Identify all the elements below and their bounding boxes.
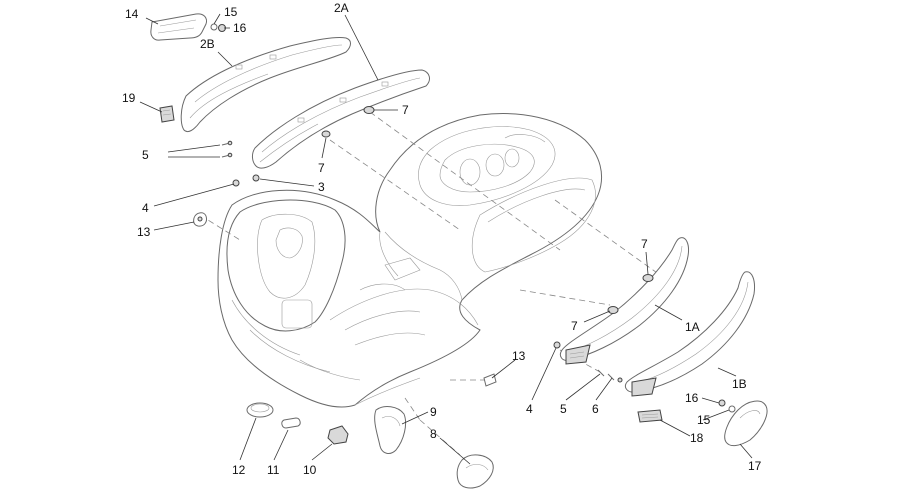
label-6: 6	[592, 402, 599, 416]
label-16-right: 16	[685, 391, 699, 405]
label-4-left: 4	[142, 201, 149, 215]
label-15-top: 15	[224, 5, 238, 19]
label-13-left: 13	[137, 225, 151, 239]
callout-labels: 14 15 16 2B 2A 19 7 5 7 3 4 13 7 7 1A 13…	[122, 1, 762, 477]
part-7-grommets-right	[607, 274, 654, 314]
part-1A-side-trim	[559, 237, 689, 365]
label-7-right-lower: 7	[571, 319, 578, 333]
label-10: 10	[303, 463, 317, 477]
part-12-plug	[246, 402, 274, 418]
label-7-right-upper: 7	[641, 237, 648, 251]
label-12: 12	[232, 463, 246, 477]
label-3: 3	[318, 180, 325, 194]
part-10-block	[327, 425, 349, 445]
part-8-lower-cover	[456, 454, 494, 489]
part-2B-trim-strip	[180, 37, 351, 133]
label-7-top-right: 7	[402, 103, 409, 117]
leader-lines	[139, 13, 753, 465]
label-11: 11	[267, 463, 280, 477]
label-1B: 1B	[732, 377, 747, 391]
part-17-end-cap	[724, 400, 768, 447]
part-3-4-clips-left	[232, 174, 260, 187]
part-2A-trim-strip	[252, 69, 430, 169]
part-13-cap-left	[193, 212, 207, 227]
part-5-screws-left	[221, 140, 233, 158]
part-9-inner-cover	[374, 406, 407, 454]
label-8: 8	[430, 427, 437, 441]
part-1B-side-trim	[624, 271, 755, 397]
label-5-right: 5	[560, 402, 567, 416]
part-7-grommets-top	[321, 106, 375, 138]
part-11-pad	[281, 417, 301, 429]
label-2B: 2B	[200, 37, 215, 51]
part-4-5-6-hardware-right	[553, 341, 623, 383]
scooter-body-shell	[217, 113, 602, 408]
label-1A: 1A	[685, 320, 700, 334]
part-19-bracket	[159, 105, 175, 123]
label-9: 9	[430, 405, 437, 419]
label-17: 17	[748, 459, 762, 473]
label-19: 19	[122, 91, 136, 105]
label-18: 18	[690, 431, 704, 445]
label-15-right: 15	[697, 413, 711, 427]
part-15-16-clips-right	[718, 399, 736, 413]
part-18-bracket	[637, 409, 663, 423]
label-4-right: 4	[526, 402, 533, 416]
label-2A: 2A	[334, 1, 349, 15]
label-16-top: 16	[233, 21, 247, 35]
label-14: 14	[125, 7, 139, 21]
label-13-right: 13	[512, 349, 526, 363]
part-15-16-clips-top	[210, 23, 226, 32]
label-7-top-center: 7	[318, 161, 325, 175]
label-5-left: 5	[142, 148, 149, 162]
part-14-end-cap	[150, 13, 207, 41]
